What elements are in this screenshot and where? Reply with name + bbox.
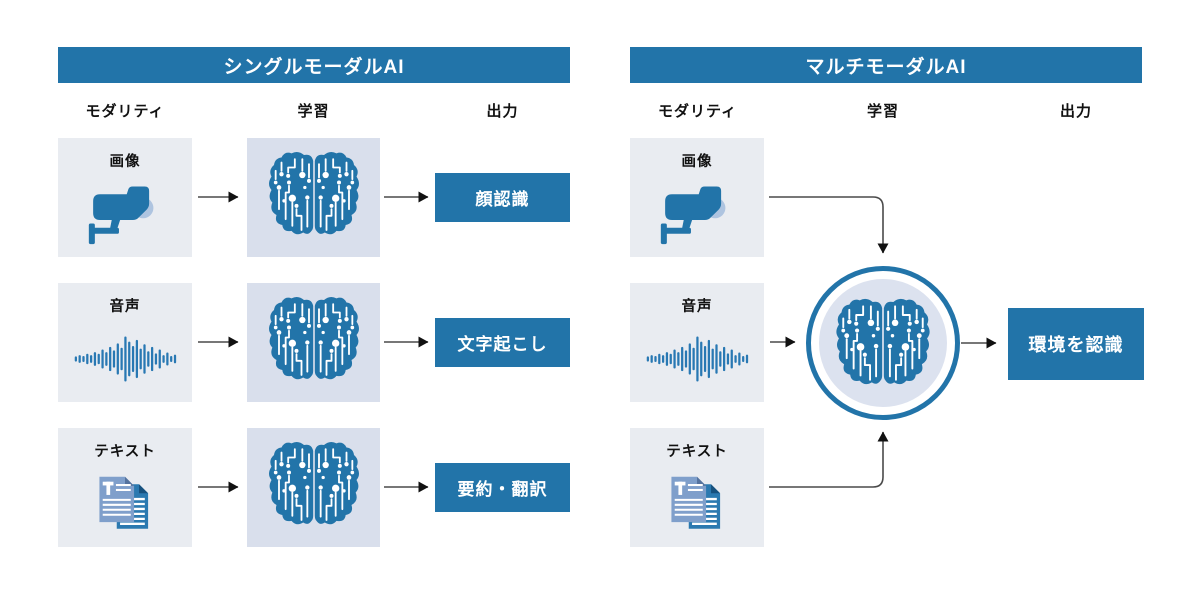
circuit-brain-icon xyxy=(819,279,947,407)
multi-modality-text-box: テキスト xyxy=(630,428,764,547)
single-modal-title: シングルモーダルAI xyxy=(223,56,405,78)
image-label: 画像 xyxy=(681,154,713,170)
single-modality-text-box: テキスト xyxy=(58,428,192,547)
security-camera-icon xyxy=(630,171,764,257)
circuit-brain-icon xyxy=(264,294,364,391)
text-label: テキスト xyxy=(666,444,728,460)
security-camera-icon xyxy=(58,171,192,257)
multi-col-learning: 学習 xyxy=(866,102,899,120)
text-document-icon xyxy=(58,461,192,547)
audio-label: 音声 xyxy=(109,299,141,315)
single-modality-image-box: 画像 xyxy=(58,138,192,257)
circuit-brain-icon xyxy=(264,439,364,536)
multi-col-modality: モダリティ xyxy=(657,102,738,120)
output-summary-translation: 要約・翻訳 xyxy=(435,463,570,512)
audio-waveform-icon xyxy=(58,316,192,402)
single-learning-box-2 xyxy=(247,283,380,402)
single-col-output: 出力 xyxy=(486,102,519,120)
single-modality-audio-box: 音声 xyxy=(58,283,192,402)
multi-modality-audio-box: 音声 xyxy=(630,283,764,402)
text-label: テキスト xyxy=(94,444,156,460)
single-col-modality: モダリティ xyxy=(85,102,165,120)
multi-modal-title: マルチモーダルAI xyxy=(805,56,967,78)
output-environment-recognition: 環境を認識 xyxy=(1008,308,1144,380)
multi-modal-title-bar: マルチモーダルAI xyxy=(630,47,1142,83)
multi-col-output: 出力 xyxy=(1059,102,1092,120)
output-face-recognition: 顔認識 xyxy=(435,173,570,222)
arrow-text-to-circle xyxy=(769,431,889,488)
circuit-brain-icon xyxy=(264,149,364,246)
single-learning-box-3 xyxy=(247,428,380,547)
multi-modality-image-box: 画像 xyxy=(630,138,764,257)
audio-waveform-icon xyxy=(630,316,764,402)
single-modal-title-bar: シングルモーダルAI xyxy=(58,47,570,83)
audio-label: 音声 xyxy=(681,299,713,315)
text-document-icon xyxy=(630,461,764,547)
output-transcription: 文字起こし xyxy=(435,318,570,367)
multi-modal-learning-circle xyxy=(806,266,960,420)
single-col-learning: 学習 xyxy=(297,102,330,120)
arrow-image-to-circle xyxy=(769,196,889,254)
image-label: 画像 xyxy=(109,154,141,170)
single-learning-box-1 xyxy=(247,138,380,257)
